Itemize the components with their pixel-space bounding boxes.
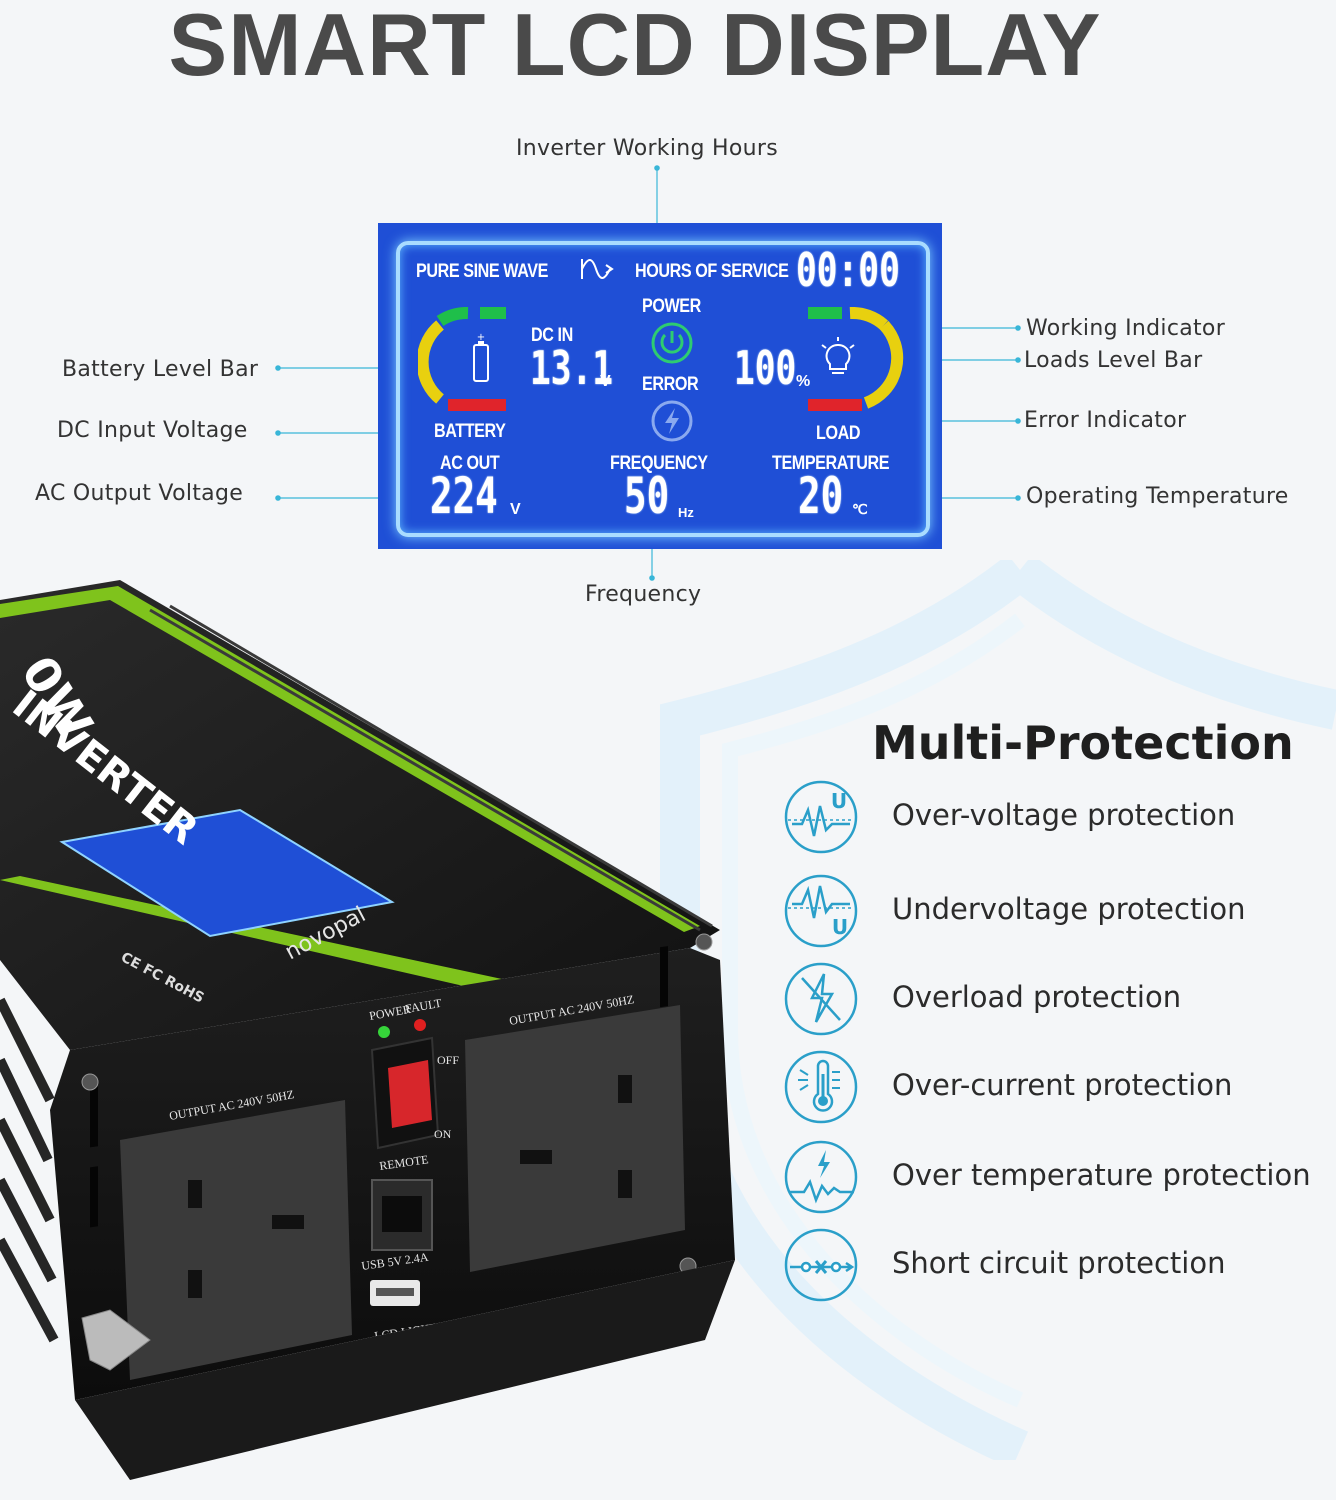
fault-led-label: FAULT bbox=[404, 996, 443, 1016]
protection-label: Over-current protection bbox=[892, 1068, 1233, 1102]
protection-item: Over temperature protection bbox=[784, 1140, 1336, 1216]
green-stripe bbox=[0, 586, 700, 932]
protection-label: Overload protection bbox=[892, 980, 1182, 1014]
inverter-device: novopal 0W INVERTER CE FC RoHS OUTPUT AC… bbox=[0, 580, 735, 1480]
socket-left[interactable] bbox=[120, 1100, 352, 1380]
callout-loads-level: Loads Level Bar bbox=[1024, 348, 1203, 373]
lcd-pure-sine-wave: PURE SINE WAVE bbox=[416, 261, 548, 282]
lcd-temperature-value: 20 bbox=[798, 467, 844, 525]
lcd-load-label: LOAD bbox=[816, 423, 861, 444]
callout-frequency: Frequency bbox=[585, 582, 702, 607]
callout-operating-temperature: Operating Temperature bbox=[1026, 484, 1289, 509]
lcd-dc-in-label: DC IN bbox=[531, 325, 573, 346]
battery-level-bar bbox=[418, 307, 506, 411]
switch-on-label: ON bbox=[434, 1127, 452, 1141]
protection-label: Over-voltage protection bbox=[892, 798, 1236, 832]
overload-icon bbox=[784, 962, 858, 1036]
lightning-wave-icon bbox=[784, 1140, 858, 1214]
protection-item: Overload protection bbox=[784, 962, 1336, 1038]
callout-battery-level: Battery Level Bar bbox=[62, 357, 259, 382]
svg-text:U: U bbox=[832, 915, 848, 939]
lcd-hours-of-service: HOURS OF SERVICE bbox=[635, 261, 789, 282]
protection-item: Short circuit protection bbox=[784, 1228, 1336, 1304]
lcd-dc-unit: V bbox=[600, 373, 611, 390]
device-lcd bbox=[59, 808, 395, 938]
short-circuit-icon bbox=[784, 1228, 858, 1302]
thermometer-icon bbox=[784, 1050, 858, 1124]
callout-dc-input: DC Input Voltage bbox=[57, 418, 248, 443]
lcd-temperature-label: TEMPERATURE bbox=[772, 453, 890, 474]
base-flange bbox=[75, 1260, 735, 1480]
over-voltage-icon: U bbox=[784, 780, 858, 854]
lcd-power-label: POWER bbox=[642, 296, 701, 317]
callout-ac-output: AC Output Voltage bbox=[35, 481, 244, 506]
wing-nut bbox=[81, 1309, 151, 1371]
lcd-frequency-value: 50 bbox=[624, 467, 670, 525]
bulb-icon bbox=[821, 337, 855, 374]
lcd-load-value: 100 bbox=[734, 341, 797, 395]
under-voltage-icon: U bbox=[784, 874, 858, 948]
switch-off-label: OFF bbox=[437, 1053, 459, 1067]
callout-error-indicator: Error Indicator bbox=[1024, 408, 1187, 433]
protection-item: U Over-voltage protection bbox=[784, 780, 1336, 856]
device-top bbox=[0, 580, 720, 1050]
protection-label: Undervoltage protection bbox=[892, 892, 1246, 926]
lcd-error-label: ERROR bbox=[642, 374, 699, 395]
lcd-frequency-label: FREQUENCY bbox=[610, 453, 708, 474]
lcd-hours-value: 00:00 bbox=[796, 243, 900, 297]
lcd-load-unit: % bbox=[796, 373, 811, 390]
lcd-ac-value: 224 bbox=[430, 467, 498, 525]
remote-label: REMOTE bbox=[378, 1152, 429, 1173]
error-indicator-icon bbox=[651, 400, 693, 442]
protection-heading: Multi-Protection bbox=[872, 716, 1294, 770]
lcd-ac-unit: V bbox=[510, 501, 521, 518]
lcd-ac-out-label: AC OUT bbox=[440, 453, 500, 474]
protection-label: Over temperature protection bbox=[892, 1158, 1311, 1192]
svg-text:U: U bbox=[831, 789, 847, 813]
callout-working-hours: Inverter Working Hours bbox=[516, 136, 779, 161]
lcd-dc-value: 13.1 bbox=[530, 341, 614, 395]
lcd-battery-label: BATTERY bbox=[434, 421, 506, 442]
page-title: SMART LCD DISPLAY bbox=[168, 0, 1102, 94]
lcd-frequency-unit: Hz bbox=[678, 505, 694, 520]
lcd-panel: PURE SINE WAVE HOURS OF SERVICE 00:00 PO… bbox=[378, 223, 942, 549]
fault-led bbox=[414, 1019, 426, 1031]
protection-item: U Undervoltage protection bbox=[784, 874, 1336, 950]
protection-label: Short circuit protection bbox=[892, 1246, 1226, 1280]
sine-wave-icon bbox=[581, 259, 614, 279]
callout-working-indicator: Working Indicator bbox=[1026, 316, 1226, 341]
power-led bbox=[378, 1026, 390, 1038]
power-indicator-icon bbox=[651, 322, 693, 364]
svg-text:+: + bbox=[477, 333, 485, 343]
green-stripe bbox=[0, 876, 600, 1008]
lcd-temperature-unit: ℃ bbox=[852, 501, 868, 517]
protection-item: Over-current protection bbox=[784, 1050, 1336, 1126]
socket-right[interactable] bbox=[465, 1005, 685, 1272]
loads-level-bar bbox=[808, 307, 904, 411]
battery-icon: + bbox=[473, 333, 489, 382]
lcd-frame bbox=[396, 241, 930, 537]
